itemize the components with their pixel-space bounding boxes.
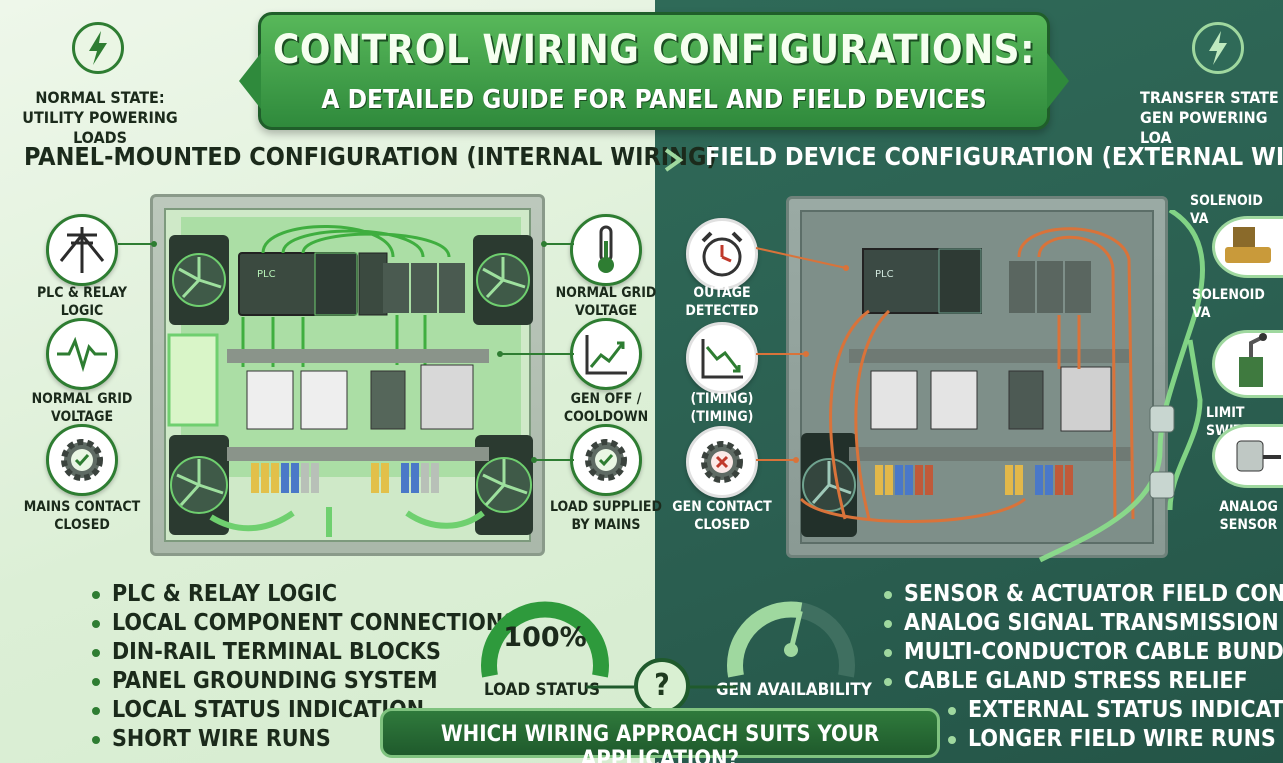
cooling-fan — [473, 235, 533, 325]
cooling-fan — [801, 433, 857, 537]
load-status-label: LOAD STATUS — [484, 680, 601, 700]
cooling-fan — [475, 435, 533, 535]
connector-line — [756, 351, 809, 357]
connector-line — [756, 457, 799, 463]
connector-line — [541, 241, 574, 247]
field-device-label: SOLENOID VA — [1190, 193, 1263, 227]
solenoid-valve-icon — [1212, 216, 1283, 278]
right-section-heading: FIELD DEVICE CONFIGURATION (EXTERNAL WIR… — [705, 142, 1283, 171]
left-state-text: NORMAL STATE: UTILITY POWERING LOADS — [22, 88, 178, 147]
list-item: SHORT WIRE RUNS — [92, 725, 518, 754]
lightning-bolt-icon — [72, 22, 124, 74]
chevron-right-icon — [664, 148, 684, 172]
gear-check-icon — [570, 424, 642, 496]
trend-up-icon — [570, 318, 642, 390]
list-item: PANEL GROUNDING SYSTEM — [92, 667, 518, 696]
question-text: WHICH WIRING APPROACH SUITS YOUR APPLICA… — [440, 722, 880, 763]
list-item: LONGER FIELD WIRE RUNS — [948, 725, 1283, 754]
trend-down-icon — [686, 322, 758, 394]
right-state-text: TRANSFER STATE GEN POWERING LOA — [1140, 88, 1279, 147]
analog-sensor-icon — [1212, 424, 1283, 488]
utility-pole-icon — [46, 214, 118, 286]
lightning-bolt-icon — [1192, 22, 1244, 74]
list-item: CABLE GLAND STRESS RELIEF — [884, 667, 1283, 696]
title-banner: CONTROL WIRING CONFIGURATIONS: A DETAILE… — [239, 12, 1069, 130]
left-control-panel: PLC — [150, 194, 545, 556]
load-status-gauge: 100% — [481, 601, 609, 678]
question-banner: WHICH WIRING APPROACH SUITS YOUR APPLICA… — [380, 708, 940, 763]
list-item: ANALOG SIGNAL TRANSMISSION — [884, 609, 1283, 638]
connector-line — [756, 247, 849, 271]
question-mark-icon: ? — [634, 658, 690, 714]
load-status-value: 100% — [503, 622, 586, 653]
right-control-panel: PLC — [786, 196, 1168, 558]
main-title: CONTROL WIRING CONFIGURATIONS: — [273, 27, 1035, 73]
list-item: SENSOR & ACTUATOR FIELD CONNECTIO — [884, 580, 1283, 609]
cable-gland — [1149, 405, 1175, 433]
field-device-label: SOLENOID VA — [1192, 287, 1265, 321]
left-panel-illustration: PLC — [164, 208, 533, 542]
callout-label: GEN OFF /COOLDOWN — [563, 391, 649, 425]
left-section-heading: PANEL-MOUNTED CONFIGURATION (INTERNAL WI… — [24, 142, 717, 171]
list-item: LOCAL COMPONENT CONNECTIONS — [92, 609, 518, 638]
waveform-icon — [46, 318, 118, 390]
connector-line — [497, 351, 574, 357]
connector-line — [118, 241, 157, 247]
connector-line — [531, 457, 574, 463]
cable-gland — [1149, 471, 1175, 499]
list-item: EXTERNAL STATUS INDICATION — [948, 696, 1283, 725]
gen-availability-gauge — [727, 601, 855, 678]
field-cable-bundle — [1038, 210, 1205, 563]
cooling-fan — [169, 235, 229, 325]
thermometer-icon — [570, 214, 642, 286]
plc-tag: PLC — [257, 269, 276, 280]
connector-line — [586, 685, 736, 689]
gear-x-icon — [686, 426, 758, 498]
plc-tag: PLC — [875, 269, 894, 280]
list-item: DIN-RAIL TERMINAL BLOCKS — [92, 638, 518, 667]
callout-label: (TIMING)(TIMING) — [690, 391, 754, 425]
limit-switch-icon — [1212, 330, 1283, 398]
right-feature-list: SENSOR & ACTUATOR FIELD CONNECTIO ANALOG… — [884, 580, 1283, 754]
gen-availability-label: GEN AVAILABILITY — [716, 680, 872, 700]
right-panel-illustration: PLC — [799, 210, 1154, 544]
list-item: LOCAL STATUS INDICATION — [92, 696, 518, 725]
cooling-fan — [169, 435, 229, 535]
list-item: MULTI-CONDUCTOR CABLE BUNDLES — [884, 638, 1283, 667]
list-item: PLC & RELAY LOGIC — [92, 580, 518, 609]
subtitle: A DETAILED GUIDE FOR PANEL AND FIELD DEV… — [321, 85, 987, 115]
alarm-clock-icon — [686, 218, 758, 290]
left-feature-list: PLC & RELAY LOGIC LOCAL COMPONENT CONNEC… — [92, 580, 518, 754]
gear-check-icon — [46, 424, 118, 496]
